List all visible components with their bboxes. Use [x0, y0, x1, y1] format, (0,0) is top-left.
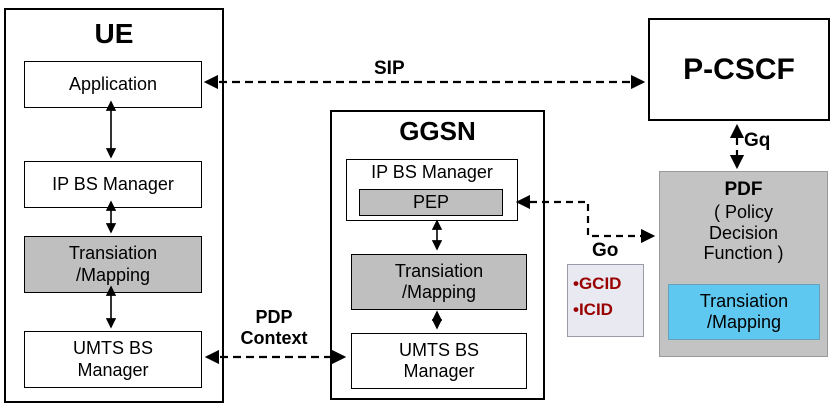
ue-ip-bs-manager-box: IP BS Manager: [24, 161, 202, 208]
ggsn-ip-bs-manager-label: IP BS Manager: [371, 162, 493, 182]
pcscf-box: P-CSCF: [648, 18, 830, 121]
icid-label: •ICID: [573, 300, 613, 320]
ue-title: UE: [94, 18, 134, 49]
identifiers-box: •GCID •ICID: [567, 264, 644, 337]
gcid-label: •GCID: [573, 274, 622, 293]
ue-translation-mapping-box: Transiation /Mapping: [24, 236, 202, 293]
pdf-subtitle: ( Policy Decision Function ): [703, 202, 784, 264]
ggsn-umts-bs-manager-box: UMTS BS Manager: [351, 333, 527, 389]
sip-label: SIP: [374, 58, 405, 79]
pcscf-title: P-CSCF: [683, 52, 795, 86]
ggsn-box: GGSN IP BS Manager PEP Transiation /Mapp…: [330, 110, 545, 400]
go-label: Go: [592, 240, 619, 261]
pdf-title: PDF: [724, 179, 763, 200]
gq-label: Gq: [744, 130, 771, 151]
pdp-context-label: PDP Context: [240, 307, 308, 348]
ue-umts-bs-manager-box: UMTS BS Manager: [24, 331, 202, 388]
ggsn-title: GGSN: [399, 116, 476, 146]
ggsn-pep-box: PEP: [359, 189, 503, 216]
ue-application-box: Application: [24, 61, 202, 108]
ggsn-translation-mapping-box: Transiation /Mapping: [351, 254, 527, 310]
ggsn-ip-bs-manager-box: IP BS Manager PEP: [346, 159, 518, 221]
pdf-translation-mapping-box: Transiation /Mapping: [668, 284, 820, 340]
ue-box: UE Application IP BS Manager Transiation…: [4, 8, 224, 403]
pdf-box: PDF ( Policy Decision Function ) Transia…: [659, 171, 828, 357]
